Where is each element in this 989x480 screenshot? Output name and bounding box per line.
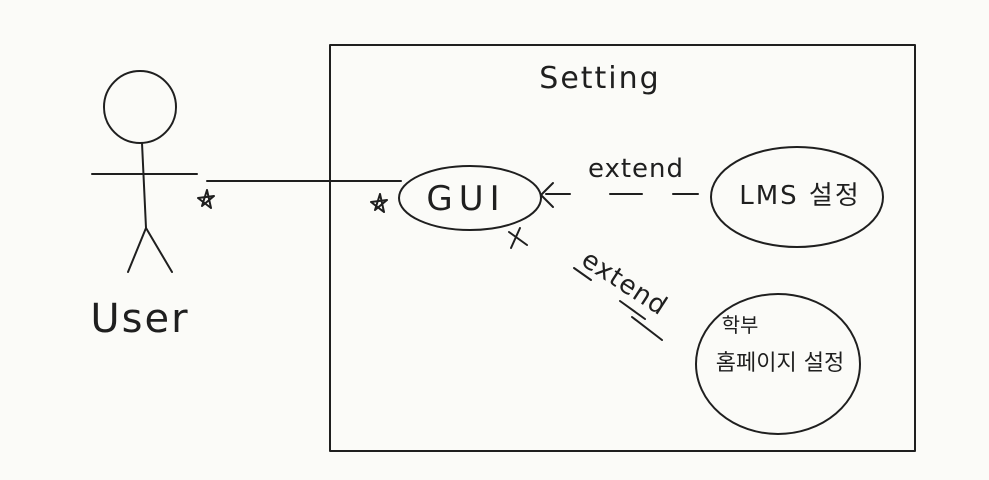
actor-left-leg xyxy=(127,227,147,273)
actor-head xyxy=(103,70,177,144)
extend-relation-homepage: extend xyxy=(508,227,673,341)
use-case-gui: GUI xyxy=(398,165,542,231)
use-case-gui-label: GUI xyxy=(426,179,505,219)
extend-relation-lms: extend xyxy=(540,154,699,208)
use-case-homepage-label-line1: 학부 xyxy=(722,313,759,337)
actor-right-leg xyxy=(145,227,173,273)
system-title: Setting xyxy=(539,61,660,96)
association-line xyxy=(197,180,402,213)
use-case-lms: LMS 설정 xyxy=(710,146,884,248)
multiplicity-star-icon xyxy=(370,193,388,213)
actor-body xyxy=(141,142,147,229)
system-boundary: Setting xyxy=(329,44,916,452)
actor-user: User xyxy=(90,70,198,342)
use-case-homepage: 학부 홈페이지 설정 xyxy=(695,293,861,435)
use-case-homepage-label-line2: 홈페이지 설정 xyxy=(716,351,844,376)
use-case-lms-label: LMS 설정 xyxy=(739,181,861,211)
multiplicity-star-icon xyxy=(197,189,215,209)
actor-name: User xyxy=(90,296,189,342)
arrowhead-icon xyxy=(540,182,554,208)
extend-label-lms: extend xyxy=(588,154,684,184)
extend-label-homepage: extend xyxy=(576,245,673,323)
